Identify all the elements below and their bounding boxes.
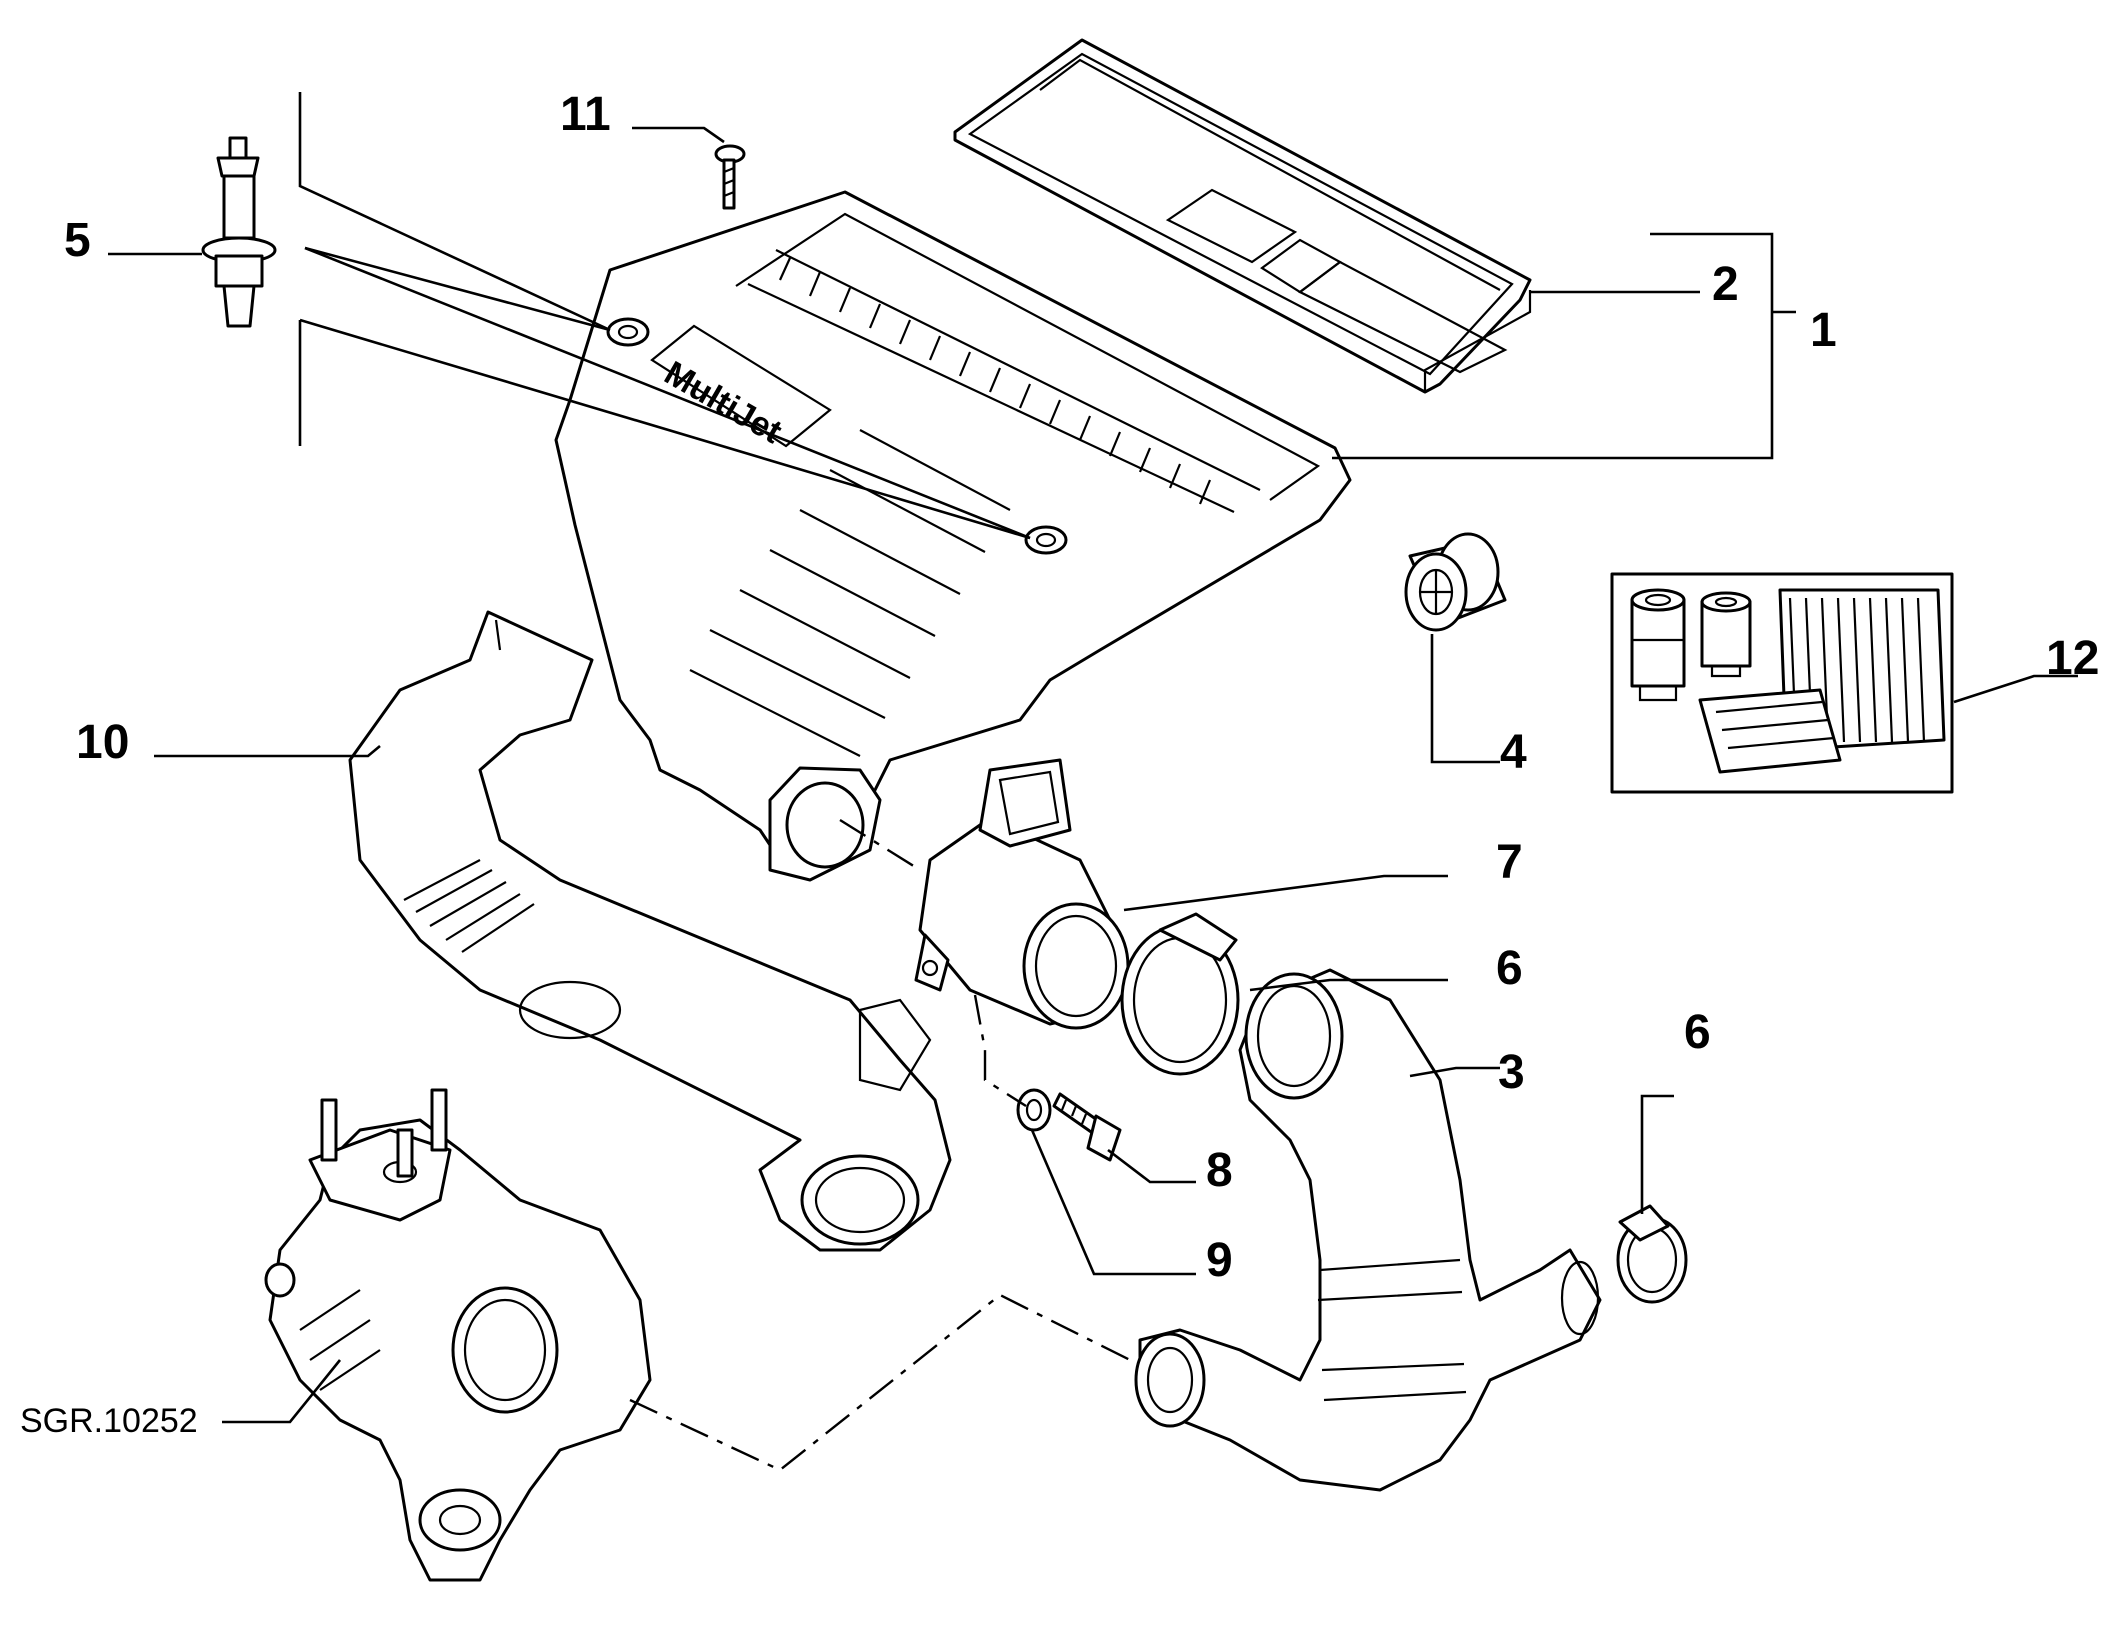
callout-4: 4 [1500,726,1527,779]
intake-hose-10 [348,610,952,1252]
screw-11 [714,144,746,210]
assembly-line-c [629,1293,1131,1472]
assembly-line-b [973,994,1027,1108]
callout-5: 5 [64,214,91,267]
air-filter-element [953,38,1532,394]
oil-filter-icon [1630,588,1686,702]
washer-9 [1016,1088,1052,1132]
assembly-line-a [839,818,921,872]
callout-3: 3 [1498,1046,1525,1099]
callout-6-lower: 6 [1684,1006,1711,1059]
leader-lines [108,92,2078,1424]
air-duct-3 [1134,968,1602,1492]
cabin-filter-icon [1698,688,1842,774]
callout-8: 8 [1206,1144,1233,1197]
callout-1: 1 [1810,304,1837,357]
grommet [1404,532,1507,632]
callout-7: 7 [1496,836,1523,889]
maf-sensor [914,758,1130,1030]
callout-12: 12 [2046,632,2099,685]
hose-clamp-6b [1616,1204,1688,1304]
callout-10: 10 [76,716,129,769]
turbocharger [264,1088,652,1582]
fitting-5 [201,136,277,328]
air-box-housing: MultiJet [554,190,1352,882]
callout-6-upper: 6 [1496,942,1523,995]
diagram-code: SGR.10252 [20,1402,198,1440]
callout-2: 2 [1712,258,1739,311]
bolt-8 [1052,1092,1122,1162]
hose-clamp-6a [1120,912,1240,1076]
filter-kit-box [1610,572,1954,794]
fuel-filter-icon [1700,591,1752,678]
callout-9: 9 [1206,1234,1233,1287]
callout-11: 11 [560,88,611,141]
